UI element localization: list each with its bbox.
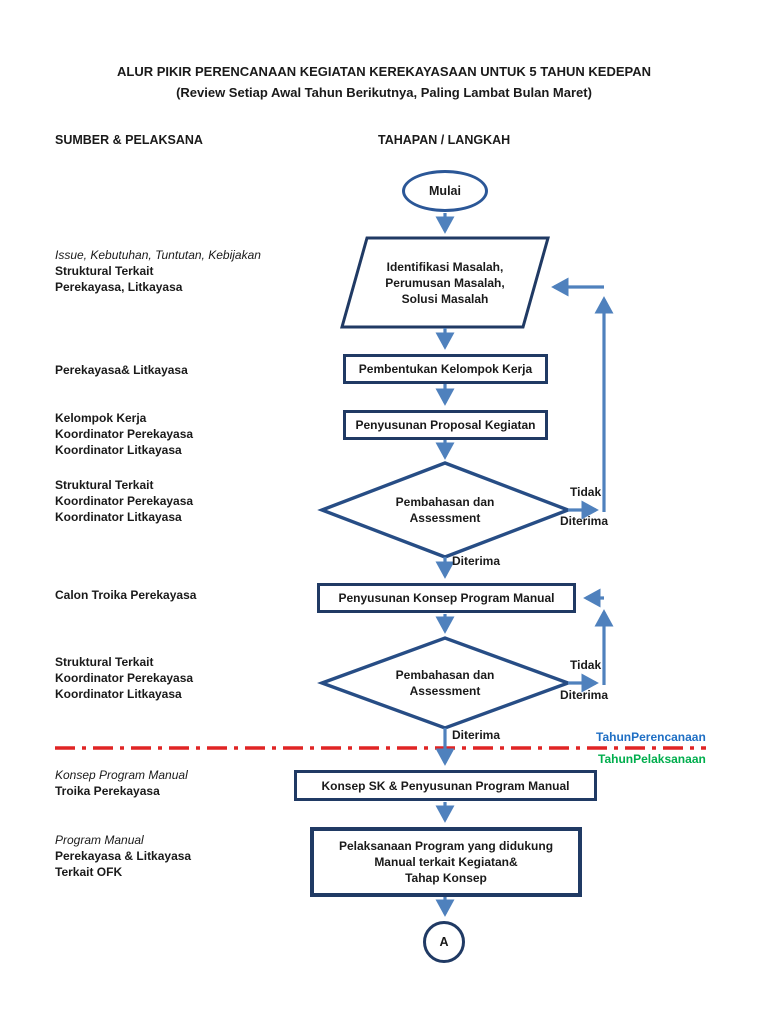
actor-group-2: Perekayasa& Litkayasa [55, 362, 188, 378]
node-konsep-program-label: Penyusunan Konsep Program Manual [338, 591, 555, 605]
node-konsep-sk-label: Konsep SK & Penyusunan Program Manual [321, 778, 570, 793]
actor-label: Konsep Program Manual [55, 768, 188, 782]
node-line: Solusi Masalah [401, 292, 489, 306]
label-diterima-1-down: Diterima [452, 554, 501, 568]
node-line: Manual terkait Kegiatan& [374, 855, 518, 869]
node-line: Identifikasi Masalah, [386, 260, 504, 274]
page-title-line1: ALUR PIKIR PERENCANAAN KEGIATAN KEREKAYA… [116, 64, 651, 79]
node-start-label: Mulai [429, 184, 461, 198]
node-line: Assessment [409, 511, 481, 525]
actor-label: Koordinator Litkayasa [55, 687, 182, 701]
actor-group-8: Program Manual Perekayasa & Litkayasa Te… [55, 832, 191, 880]
actor-group-1: Issue, Kebutuhan, Tuntutan, Kebijakan St… [55, 247, 261, 295]
actor-label: Troika Perekayasa [55, 784, 160, 798]
node-pembentukan: Pembentukan Kelompok Kerja [343, 354, 548, 384]
actor-label: Struktural Terkait [55, 655, 154, 669]
node-line: Pembahasan dan [395, 668, 495, 682]
node-proposal-label: Penyusunan Proposal Kegiatan [355, 418, 536, 432]
node-pembentukan-label: Pembentukan Kelompok Kerja [358, 362, 533, 376]
node-line: Pembahasan dan [395, 495, 495, 509]
node-identifikasi-text: Identifikasi Masalah, Perumusan Masalah,… [352, 243, 538, 323]
actor-label: Perekayasa, Litkayasa [55, 280, 183, 294]
label-tahun-perencanaan: TahunPerencanaan [596, 730, 706, 744]
actor-label: Kelompok Kerja [55, 411, 147, 425]
node-connector-a: A [423, 921, 465, 963]
column-header-tahapan: TAHAPAN / LANGKAH [378, 133, 511, 147]
actor-label: Struktural Terkait [55, 478, 154, 492]
actor-group-4: Struktural Terkait Koordinator Perekayas… [55, 477, 193, 525]
actor-group-5: Calon Troika Perekayasa [55, 587, 196, 603]
page-title: ALUR PIKIR PERENCANAAN KEGIATAN KEREKAYA… [0, 61, 768, 103]
label-tidak-1: Tidak [570, 485, 602, 499]
actor-group-6: Struktural Terkait Koordinator Perekayas… [55, 654, 193, 702]
actor-label: Koordinator Litkayasa [55, 443, 182, 457]
identifikasi-parallelogram [340, 236, 550, 329]
actor-label: Terkait OFK [55, 865, 123, 879]
column-header-sumber: SUMBER & PELAKSANA [55, 133, 203, 147]
actor-label: Issue, Kebutuhan, Tuntutan, Kebijakan [55, 248, 261, 262]
label-tidak-2: Tidak [570, 658, 602, 672]
node-konsep-program: Penyusunan Konsep Program Manual [317, 583, 576, 613]
actor-group-3: Kelompok Kerja Koordinator Perekayasa Ko… [55, 410, 193, 458]
actor-label: Calon Troika Perekayasa [55, 588, 197, 602]
node-start: Mulai [402, 170, 488, 212]
actor-label: Koordinator Perekayasa [55, 494, 194, 508]
actor-label: Struktural Terkait [55, 264, 154, 278]
node-line: Pelaksanaan Program yang didukung [338, 839, 554, 853]
actor-group-7: Konsep Program Manual Troika Perekayasa [55, 767, 188, 799]
node-connector-a-label: A [439, 935, 449, 949]
node-line: Perumusan Masalah, [385, 276, 505, 290]
actor-label: Koordinator Perekayasa [55, 427, 194, 441]
actor-label: Perekayasa& Litkayasa [55, 363, 188, 377]
node-assessment1-text: Pembahasan dan Assessment [352, 478, 538, 542]
node-assessment2-text: Pembahasan dan Assessment [352, 651, 538, 715]
actor-label: Program Manual [55, 833, 144, 847]
label-diterima-2-side: Diterima [560, 688, 609, 702]
node-pelaksanaan: Pelaksanaan Program yang didukung Manual… [310, 827, 582, 897]
label-diterima-2-down: Diterima [452, 728, 501, 742]
actor-label: Koordinator Perekayasa [55, 671, 194, 685]
node-line: Tahap Konsep [405, 871, 487, 885]
page-title-line2: (Review Setiap Awal Tahun Berikutnya, Pa… [176, 85, 592, 100]
label-diterima-1-side: Diterima [560, 514, 609, 528]
node-line: Assessment [409, 684, 481, 698]
actor-label: Perekayasa & Litkayasa [55, 849, 192, 863]
actor-label: Koordinator Litkayasa [55, 510, 182, 524]
node-konsep-sk: Konsep SK & Penyusunan Program Manual [294, 770, 597, 801]
label-tahun-pelaksanaan: TahunPelaksanaan [598, 752, 706, 766]
node-proposal: Penyusunan Proposal Kegiatan [343, 410, 548, 440]
